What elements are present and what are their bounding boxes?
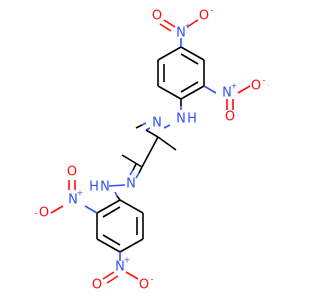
bond xyxy=(129,169,134,176)
negative-charge: - xyxy=(211,6,214,15)
negative-charge: - xyxy=(151,275,154,284)
bond xyxy=(180,81,199,93)
bond xyxy=(163,124,171,129)
nitro-nitrogen: N xyxy=(176,26,186,41)
bond xyxy=(119,238,144,253)
amine-nitrogen: N xyxy=(100,180,110,195)
bond xyxy=(163,19,176,28)
bond xyxy=(141,122,147,126)
molecule-structure: N + O - O N + O O - N H N N H N N xyxy=(35,6,266,293)
bond xyxy=(102,271,115,280)
bond xyxy=(121,154,143,168)
bond xyxy=(141,136,159,168)
bond xyxy=(145,129,159,138)
negative-charge: - xyxy=(263,76,266,85)
positive-charge: + xyxy=(231,82,238,91)
bond xyxy=(119,199,144,214)
bond xyxy=(157,46,182,61)
bond xyxy=(180,46,205,61)
upper-ortho-nitro-group: N + O O - xyxy=(222,76,265,125)
positive-charge: + xyxy=(124,256,131,265)
bond xyxy=(116,195,121,201)
double-bonded-oxygen: O xyxy=(92,278,102,293)
bond xyxy=(180,53,199,65)
bond xyxy=(102,206,121,218)
upper-para-nitro-group: N + O - O xyxy=(152,6,214,41)
lower-hydrazone: N H N xyxy=(89,177,136,195)
lower-ortho-nitro-group: N + O O - xyxy=(35,165,84,221)
bond xyxy=(106,275,119,284)
bond xyxy=(96,238,121,253)
bond xyxy=(159,23,172,32)
bond xyxy=(237,85,251,94)
bond xyxy=(84,205,98,214)
double-bonded-oxygen: O xyxy=(67,165,77,180)
oxide-oxygen: O xyxy=(139,278,149,293)
bond xyxy=(96,199,121,214)
positive-charge: + xyxy=(185,22,192,31)
upper-hydrazone: N H N xyxy=(152,112,197,131)
amine-hydrogen: H xyxy=(89,180,99,195)
bond xyxy=(157,85,182,100)
bond xyxy=(114,191,118,197)
oxide-oxygen: O xyxy=(199,9,209,24)
bond xyxy=(135,124,143,129)
amine-hydrogen: H xyxy=(187,112,197,127)
bond xyxy=(135,172,140,179)
lower-para-nitro-group: N + O O - xyxy=(92,256,154,293)
bond xyxy=(50,205,64,214)
bond xyxy=(138,166,143,174)
bonds xyxy=(50,19,251,284)
bond xyxy=(203,85,217,94)
double-bonded-oxygen: O xyxy=(225,110,235,125)
imine-nitrogen: N xyxy=(152,116,162,131)
bond xyxy=(180,85,205,100)
nitro-nitrogen: N xyxy=(222,86,232,101)
bond xyxy=(102,234,121,246)
positive-charge: + xyxy=(77,189,84,198)
bond xyxy=(108,184,126,187)
nitro-nitrogen: N xyxy=(115,260,125,275)
oxide-oxygen: O xyxy=(39,206,49,221)
bond xyxy=(186,19,199,28)
bond xyxy=(132,163,137,171)
amine-nitrogen: N xyxy=(176,112,186,127)
negative-charge: - xyxy=(35,209,38,218)
bond xyxy=(125,271,139,280)
double-bonded-oxygen: O xyxy=(152,9,162,24)
oxide-oxygen: O xyxy=(251,79,261,94)
nitro-nitrogen: N xyxy=(68,193,78,208)
bond xyxy=(157,136,177,151)
atoms: N + O - O N + O O - N H N N H N N xyxy=(35,6,266,293)
imine-nitrogen: N xyxy=(126,177,136,192)
